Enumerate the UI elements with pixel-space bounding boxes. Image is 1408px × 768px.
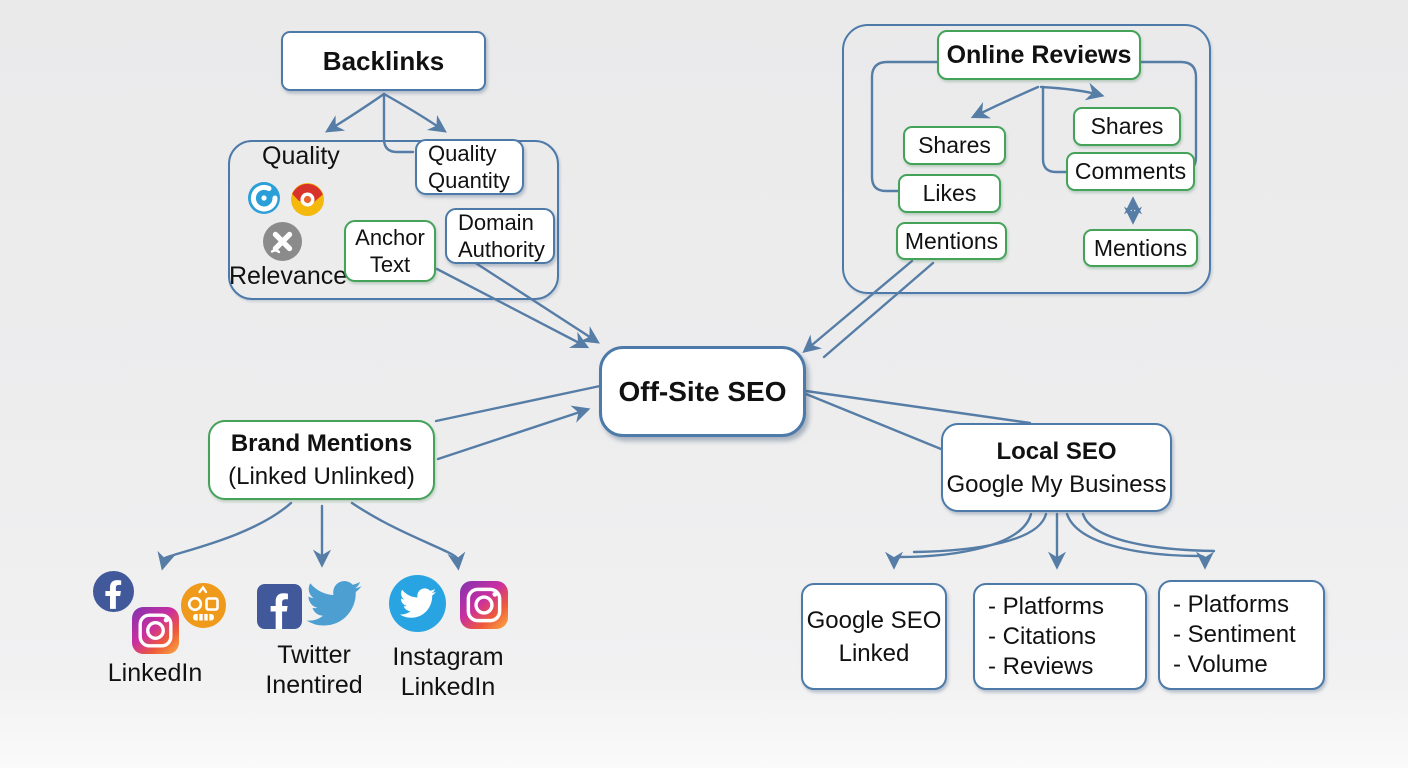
psv-line3: - Volume (1173, 651, 1268, 678)
node-off-site-seo: Off-Site SEO (599, 346, 806, 437)
psv-line1: - Platforms (1173, 591, 1290, 618)
shares-right-label: Shares (1090, 113, 1164, 139)
emoji-orange-icon (181, 583, 226, 633)
node-likes: Likes (898, 174, 1001, 213)
node-quality-quantity: Quality Quantity (415, 139, 524, 195)
local-seo-subtitle: Google My Business (946, 470, 1167, 498)
node-local-seo: Local SEO Google My Business (941, 423, 1172, 512)
social-group2-line1: Twitter (277, 641, 351, 669)
pcr-line2: - Citations (988, 622, 1097, 650)
node-platforms-sentiment-volume: - Platforms - Sentiment - Volume (1158, 580, 1325, 690)
social-group1-label: LinkedIn (85, 659, 225, 688)
node-online-reviews: Online Reviews (937, 30, 1141, 80)
online-reviews-outer-frame (842, 24, 1211, 294)
backlinks-group-frame (228, 140, 559, 300)
google-seo-line1: Google SEO (806, 606, 942, 634)
domain-authority-line2: Authority (458, 237, 545, 262)
social-group2-label: Twitter Inentired (253, 640, 375, 700)
node-backlinks-label: Backlinks (322, 45, 445, 76)
node-comments: Comments (1066, 152, 1195, 191)
twitter-bird-icon (303, 579, 365, 634)
node-platforms-citations-reviews: - Platforms - Citations - Reviews (973, 583, 1147, 690)
facebook-circle-icon (93, 571, 134, 617)
pcr-line3: - Reviews (988, 652, 1094, 680)
node-google-seo-linked: Google SEO Linked (801, 583, 947, 690)
mentions-left-label: Mentions (904, 227, 999, 254)
node-shares-left: Shares (903, 126, 1006, 165)
quality-quantity-line1: Quality (428, 141, 497, 166)
facebook-square-icon (257, 584, 302, 634)
social-group3-line1: Instagram (392, 643, 504, 671)
online-reviews-label: Online Reviews (946, 40, 1132, 69)
off-site-seo-label: Off-Site SEO (618, 375, 787, 407)
quality-label: Quality (262, 142, 340, 170)
node-brand-mentions: Brand Mentions (Linked Unlinked) (208, 420, 435, 500)
target-swirl-icon (248, 182, 280, 219)
x-circle-icon (263, 222, 302, 266)
node-mentions-left: Mentions (896, 222, 1007, 260)
relevance-label: Relevance (229, 262, 348, 290)
domain-authority-line1: Domain (458, 210, 534, 235)
comments-label: Comments (1074, 158, 1187, 184)
node-domain-authority: Domain Authority (445, 208, 555, 264)
mentions-right-label: Mentions (1093, 234, 1188, 261)
pcr-line1: - Platforms (988, 592, 1105, 620)
twitter-circle-icon (389, 575, 446, 637)
social-group1-line1: LinkedIn (107, 659, 203, 687)
instagram-icon (132, 607, 179, 659)
local-seo-title: Local SEO (996, 437, 1117, 465)
psv-line2: - Sentiment (1173, 621, 1296, 648)
node-shares-right: Shares (1073, 107, 1181, 146)
brand-mentions-subtitle: (Linked Unlinked) (228, 463, 415, 490)
anchor-text-line1: Anchor (355, 225, 425, 250)
likes-label: Likes (922, 180, 977, 206)
node-backlinks: Backlinks (281, 31, 486, 91)
instagram-icon (460, 581, 508, 634)
google-seo-line2: Linked (838, 639, 910, 667)
social-group3-line2: LinkedIn (400, 673, 496, 701)
anchor-text-line2: Text (369, 252, 411, 277)
social-group2-line2: Inentired (265, 671, 363, 699)
node-anchor-text: Anchor Text (344, 220, 436, 282)
shares-left-label: Shares (918, 132, 991, 158)
node-mentions-right: Mentions (1083, 229, 1198, 267)
social-group3-label: Instagram LinkedIn (383, 642, 513, 702)
chrome-icon (291, 183, 324, 221)
brand-mentions-title: Brand Mentions (230, 430, 413, 457)
quality-quantity-line2: Quantity (428, 168, 510, 193)
